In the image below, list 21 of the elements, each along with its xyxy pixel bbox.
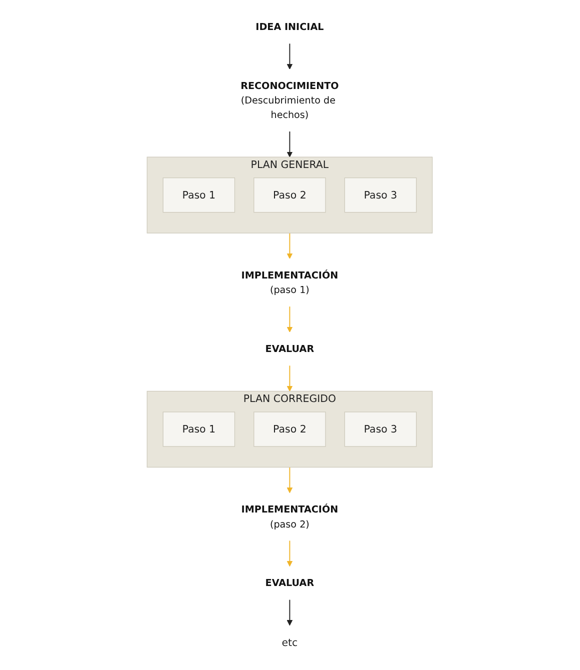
arrow [287, 365, 293, 392]
arrow [287, 131, 293, 158]
node-box: Paso 1 [163, 412, 236, 447]
arrow [287, 466, 293, 494]
node-text: RECONOCIMIENTO (Descubrimiento de hechos) [240, 80, 340, 120]
arrow [287, 306, 293, 332]
node-text: EVALUAR [266, 577, 314, 589]
arrow [287, 540, 293, 567]
arrow [287, 43, 293, 70]
node-text: IMPLEMENTACIÓN (paso 1) [242, 270, 338, 296]
node-box: Paso 3 [344, 412, 417, 447]
node-box: Paso 3 [344, 178, 417, 213]
arrow [287, 232, 293, 259]
node-box: Paso 1 [163, 178, 236, 213]
node-text: IMPLEMENTACIÓN (paso 2) [242, 504, 338, 530]
node-text: etc [282, 636, 298, 648]
arrow [287, 599, 293, 626]
node-box: Paso 2 [254, 412, 326, 447]
node-text: EVALUAR [266, 342, 314, 354]
node-box: Paso 2 [254, 178, 326, 213]
node-text: IDEA INICIAL [256, 20, 324, 32]
